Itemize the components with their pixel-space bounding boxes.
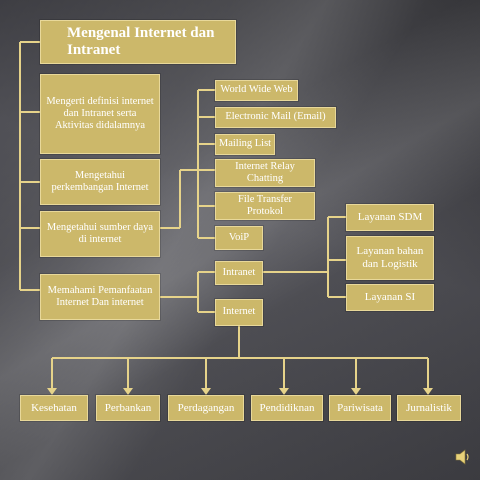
resource-box: Electronic Mail (Email) [215, 107, 336, 128]
objective-box: Mengetahui perkembangan Internet [40, 159, 160, 205]
internet-label: Internet [222, 306, 256, 318]
intranet-use-box: Layanan bahan dan Logistik [346, 236, 434, 280]
sector-label: Pariwisata [337, 401, 383, 414]
internet-box: Internet [215, 299, 263, 326]
sector-box: Pariwisata [329, 395, 391, 421]
objective-box: Mengetahui sumber daya di internet [40, 211, 160, 257]
sector-box: Perdagangan [168, 395, 244, 421]
sector-box: Kesehatan [20, 395, 88, 421]
resource-label: World Wide Web [220, 84, 293, 96]
intranet-box: Intranet [215, 261, 263, 285]
sector-box: Pendidiknan [251, 395, 323, 421]
objective-box: Memahami Pemanfaatan Internet Dan intern… [40, 274, 160, 320]
objective-label: Mengetahui sumber daya di internet [46, 221, 154, 245]
speaker-icon[interactable] [455, 448, 471, 466]
intranet-use-label: Layanan SDM [357, 211, 423, 224]
objective-box: Mengerti definisi internet dan Intranet … [40, 74, 160, 154]
intranet-use-label: Layanan SI [364, 291, 416, 304]
resource-box: World Wide Web [215, 80, 298, 101]
resource-label: Internet Relay Chatting [235, 160, 295, 184]
intranet-use-box: Layanan SI [346, 284, 434, 311]
resource-label: VoiP [228, 231, 250, 243]
objective-label: Mengerti definisi internet dan Intranet … [46, 95, 154, 132]
objective-label: Mengetahui perkembangan Internet [51, 169, 149, 193]
intranet-label: Intranet [222, 266, 256, 278]
resource-box: File Transfer Protokol [215, 192, 315, 220]
resource-box: Internet Relay Chatting [215, 159, 315, 187]
resource-label: Mailing List [218, 138, 272, 150]
title-box: Mengenal Internet dan Intranet [40, 20, 236, 64]
sector-label: Perdagangan [177, 401, 235, 414]
objective-label: Memahami Pemanfaatan Internet Dan intern… [47, 284, 153, 308]
resource-box: VoiP [215, 226, 263, 250]
sector-box: Jurnalistik [397, 395, 461, 421]
page-title: Mengenal Internet dan Intranet [67, 24, 215, 58]
resource-box: Mailing List [215, 134, 275, 155]
intranet-use-box: Layanan SDM [346, 204, 434, 231]
sector-box: Perbankan [96, 395, 160, 421]
sector-label: Pendidiknan [259, 401, 315, 414]
intranet-use-label: Layanan bahan dan Logistik [356, 245, 424, 270]
resource-label: File Transfer Protokol [238, 193, 292, 217]
resource-label: Electronic Mail (Email) [225, 111, 326, 123]
sector-label: Kesehatan [31, 401, 77, 414]
sector-label: Perbankan [104, 401, 152, 414]
sector-label: Jurnalistik [406, 401, 452, 414]
